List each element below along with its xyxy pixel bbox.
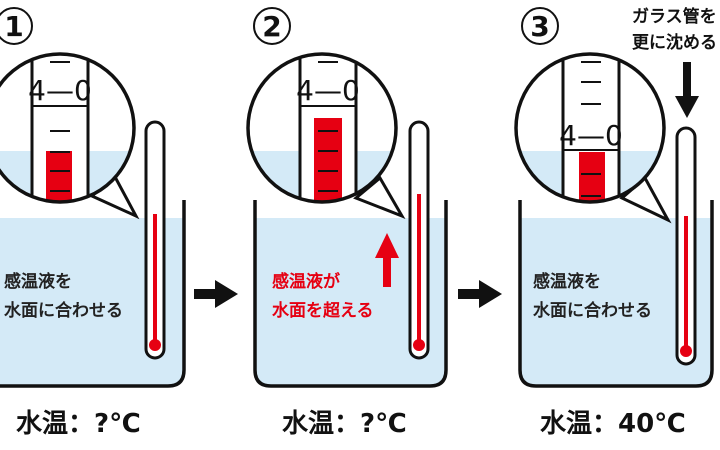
right-arrow-icon <box>458 280 502 308</box>
water-temperature: 水温：40℃ <box>540 409 686 439</box>
step-number: 1 <box>4 10 23 43</box>
step-number-badge: 2 <box>253 7 291 45</box>
caption-line-1: 感温液を <box>4 271 72 292</box>
thermometer-liquid <box>417 194 421 348</box>
magnifier-bubble: 4—0 <box>514 52 672 224</box>
thermometer-liquid <box>153 214 157 348</box>
panel-2: 2 4—0 <box>246 7 448 439</box>
magnifier-bubble: 4—0 <box>246 52 406 219</box>
thermometer <box>144 120 166 360</box>
thermometer <box>408 120 430 360</box>
water-temperature: 水温：?℃ <box>16 409 141 439</box>
caption-line-2: 水面に合わせる <box>4 300 123 321</box>
water-temperature: 水温：?℃ <box>282 409 407 439</box>
caption-line-1: 感温液が <box>272 271 340 292</box>
scale-label: 4—0 <box>559 119 623 152</box>
beaker <box>518 200 714 388</box>
thermometer <box>675 126 697 366</box>
down-arrow-icon <box>675 62 699 118</box>
caption-line-2: 水面に合わせる <box>533 300 652 321</box>
note-line-1: ガラス管を <box>632 6 717 27</box>
caption-line-1: 感温液を <box>533 271 601 292</box>
magnified-liquid <box>579 152 605 202</box>
magnifier-bubble: 4—0 <box>0 52 140 220</box>
scale-label: 4—0 <box>296 74 360 107</box>
scale-label: 4—0 <box>28 74 92 107</box>
step-number-badge: 3 <box>521 7 559 45</box>
magnified-liquid <box>46 151 72 202</box>
step-number: 2 <box>262 10 281 43</box>
beaker <box>0 200 186 388</box>
step-number: 3 <box>530 10 549 43</box>
beaker <box>253 200 448 388</box>
panel-1: 1 4—0 <box>0 7 186 439</box>
caption-line-2: 水面を超える <box>272 300 374 321</box>
note-line-2: 更に沈める <box>632 32 717 53</box>
thermometer-liquid <box>684 216 688 354</box>
panel-3: 3 ガラス管を 更に沈める <box>514 6 717 439</box>
right-arrow-icon <box>194 280 238 308</box>
up-arrow-icon <box>375 233 399 287</box>
step-number-badge: 1 <box>0 7 33 45</box>
